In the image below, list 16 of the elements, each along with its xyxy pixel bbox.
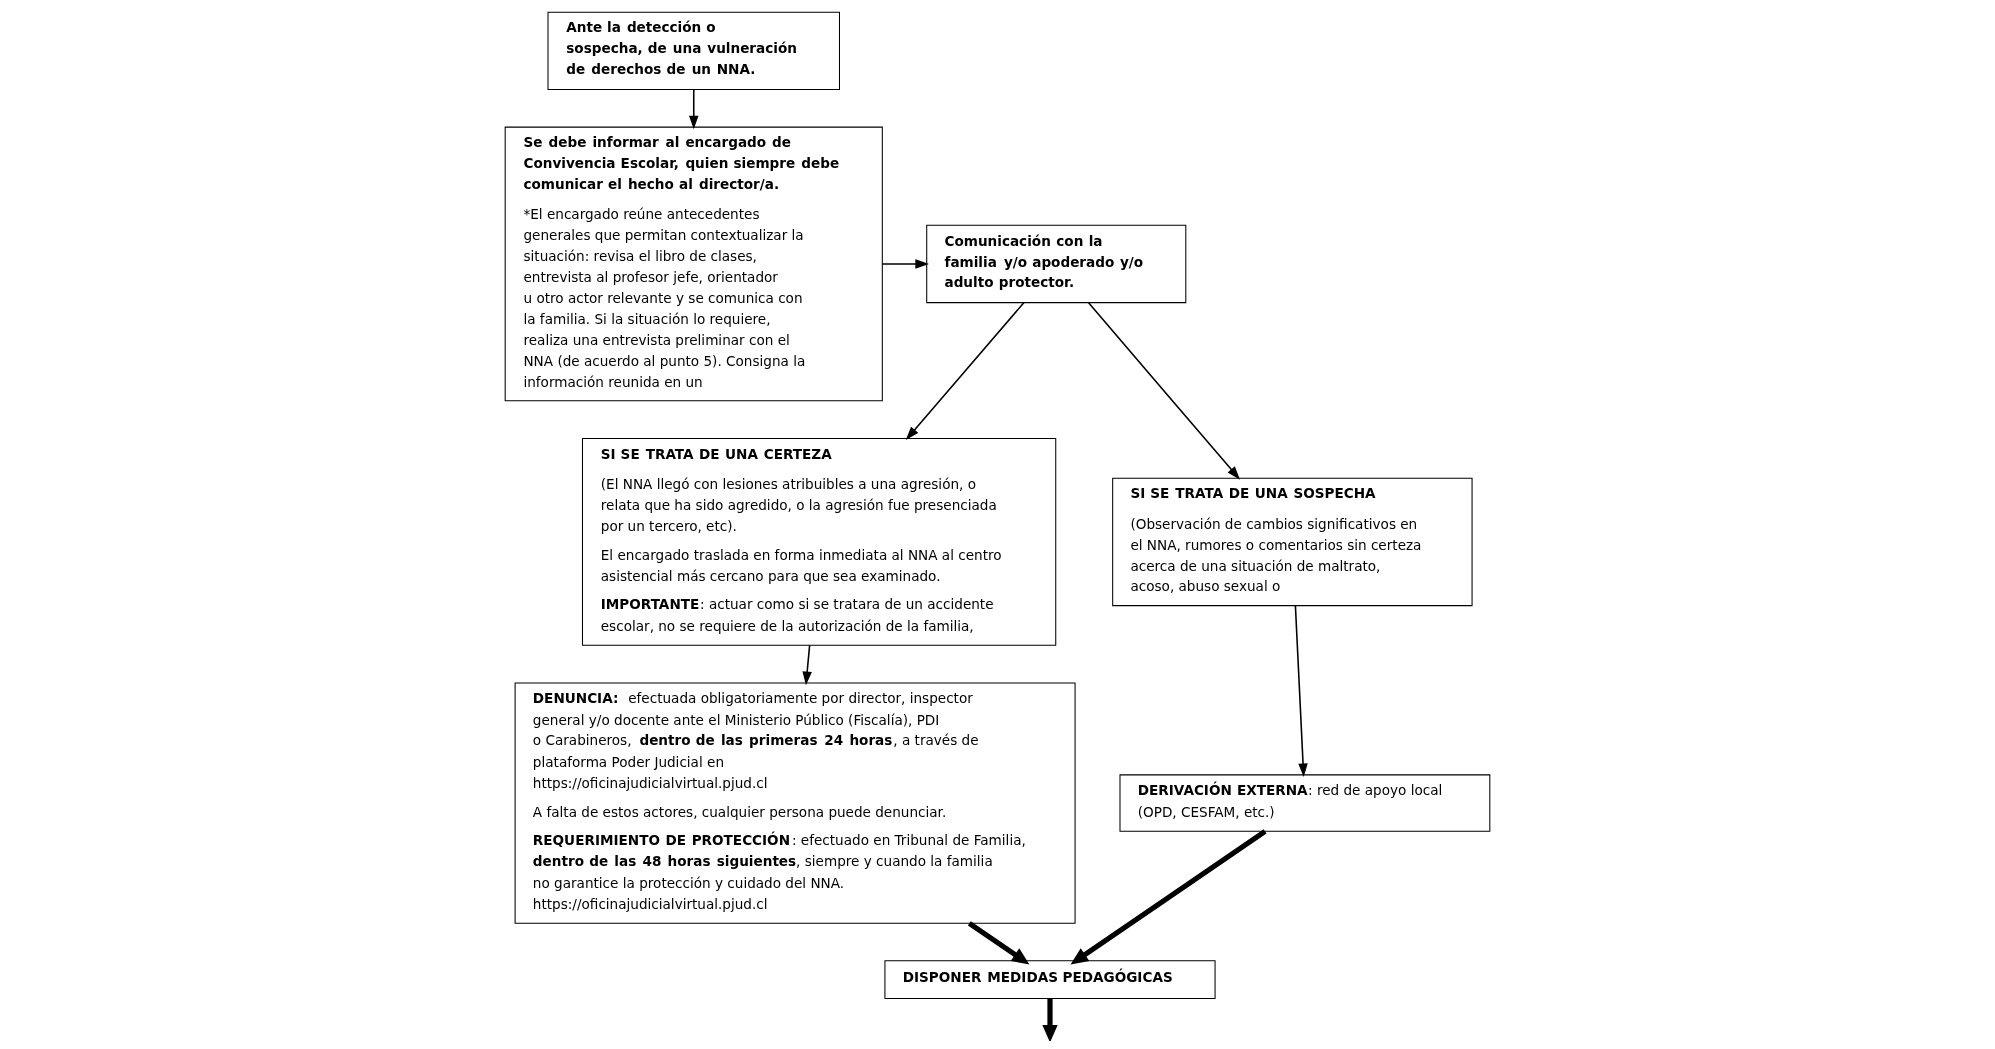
arrow [881,259,929,269]
node-box: DERIVACIÓN EXTERNA: red de apoyo local (OPD, CESFAM, etc.) [1119,774,1491,832]
arrow [802,644,812,686]
node-box: DENUNCIA: efectuada obligatoriamente por director, inspector general y/o docente ante el Ministerio Público (Fiscalía), PDI o Carabineros, dentro de las primeras 24 horas, a través de plataforma Poder Judicial en https://oficinajudicialvirtual.pjud.cl A falta de estos actores, cualquier persona puede denunciar. REQUERIMIENTO DE PROTECCIÓN: efectuado en Tribunal de Familia, dentro de las 48 horas siguientes, siempre y cuando la familia no garantice la protección y cuidado del NNA. https://oficinajudicialvirtual.pjud.cl [514,682,1076,924]
node-box: SI SE TRATA DE UNA CERTEZA (El NNA llegó con lesiones atribuibles a una agresión, o relata que ha sido agredido, o la agresión fue presenciada por un tercero, etc). El encargado traslada en forma inmediata al NNA al centro asistencial más cercano para que sea examinado. IMPORTANTE: actuar como si se tratara de un accidente escolar, no se requiere de la autorización de la familia, [581,437,1057,646]
node-box: Se debe informar al encargado de Convivencia Escolar, quien siempre debe comunicar el hecho al director/a. *El encargado reúne antecedentes generales que permitan contextualizar la situación: revisa el libro de clases, entrevista al profesor jefe, orientador u otro actor relevante y se comunica con la familia. Si la situación lo requiere, realiza una entrevista preliminar con el NNA (de acuerdo al punto 5). Consigna la información reunida en un [504,126,883,402]
arrow [1294,604,1308,777]
node-box: Ante la detección o sospecha, de una vulneración de derechos de un NNA. [547,11,840,91]
node-box: DISPONER MEDIDAS PEDAGÓGICAS [884,960,1216,999]
arrow [1087,302,1241,480]
arrow [967,921,1030,965]
arrow [905,302,1025,441]
node-box: Comunicación con la familia y/o apoderado y/o adulto protector. [926,224,1187,304]
arrow [689,88,699,130]
arrow [1070,829,1267,965]
node-box: SI SE TRATA DE UNA SOSPECHA (Observación de cambios significativos en el NNA, rumores o comentarios sin certeza acerca de una situación de maltrato, acoso, abuso sexual o [1112,477,1473,607]
